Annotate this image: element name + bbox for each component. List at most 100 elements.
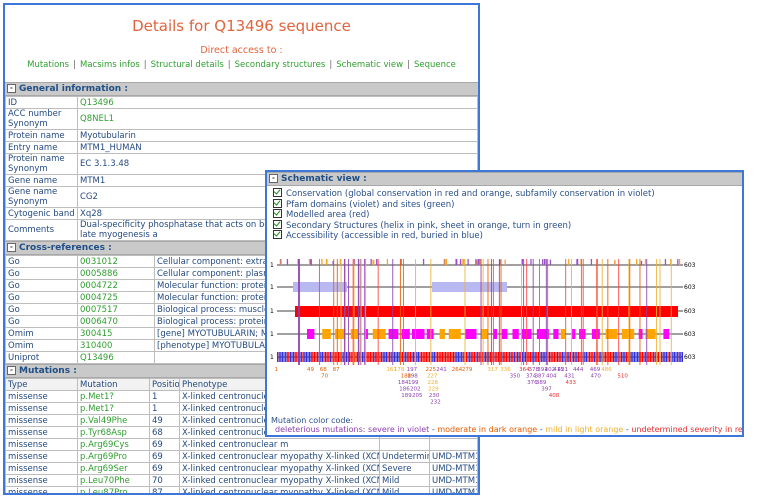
collapse-icon[interactable]: - bbox=[7, 366, 16, 375]
xref-id-link[interactable]: Q13496 bbox=[77, 351, 155, 364]
column-header[interactable]: Position bbox=[149, 378, 180, 391]
sequence-end-label: 603 bbox=[684, 354, 696, 361]
mutation-position-label: 374 bbox=[526, 374, 537, 380]
accessibility-mark bbox=[369, 352, 371, 362]
mutation-line bbox=[347, 259, 349, 365]
collapse-icon[interactable]: - bbox=[269, 174, 278, 183]
accessibility-mark bbox=[432, 352, 434, 362]
mutation-link[interactable]: p.Arg69Cys bbox=[77, 438, 150, 451]
accessibility-mark bbox=[577, 352, 579, 362]
general-info-header[interactable]: -General information : bbox=[5, 82, 478, 96]
accessibility-mark bbox=[485, 352, 487, 362]
accessibility-mark bbox=[593, 352, 595, 362]
conservation-mark bbox=[321, 259, 323, 265]
accessibility-mark bbox=[313, 352, 315, 362]
accessibility-mark bbox=[574, 352, 576, 362]
schematic-option[interactable]: Conservation (global conservation in red… bbox=[267, 188, 742, 199]
checkbox-checked-icon[interactable] bbox=[273, 209, 282, 218]
accessibility-mark bbox=[355, 352, 357, 362]
accessibility-mark bbox=[317, 352, 319, 362]
accessibility-mark bbox=[379, 352, 381, 362]
accessibility-mark bbox=[665, 352, 667, 362]
mutation-link[interactable]: p.Leu70Phe bbox=[77, 474, 150, 487]
checkbox-checked-icon[interactable] bbox=[273, 198, 282, 208]
xref-id-link[interactable]: 0006470 bbox=[77, 315, 155, 328]
accessibility-mark bbox=[425, 352, 427, 362]
conservation-mark bbox=[664, 259, 667, 265]
mutation-line bbox=[670, 259, 672, 365]
mutation-link[interactable]: p.Arg69Pro bbox=[77, 450, 150, 463]
xref-id-link[interactable]: 300415 bbox=[77, 327, 155, 340]
schematic-option[interactable]: Accessibility (accessible in red, buried… bbox=[267, 230, 742, 241]
mutation-link[interactable]: p.Arg69Ser bbox=[77, 462, 150, 475]
collapse-icon[interactable]: - bbox=[7, 243, 16, 252]
xref-id-link[interactable]: 0004722 bbox=[77, 279, 155, 292]
schematic-header[interactable]: -Schematic view : bbox=[267, 172, 742, 186]
option-label: Accessibility (accessible in red, buried… bbox=[286, 231, 483, 241]
direct-link-structural-details[interactable]: Structural details bbox=[150, 60, 224, 70]
accessibility-mark bbox=[569, 352, 571, 362]
accessibility-mark bbox=[440, 352, 442, 362]
page-title: Details for Q13496 sequence bbox=[132, 17, 351, 35]
direct-link-macsims-infos[interactable]: Macsims infos bbox=[79, 60, 140, 70]
xref-id-link[interactable]: 0004725 bbox=[77, 291, 155, 304]
info-value[interactable]: Q8NEL1 bbox=[77, 108, 478, 130]
mutation-link[interactable]: p.Leu87Pro bbox=[77, 486, 150, 493]
mutation-line bbox=[392, 259, 394, 365]
mutation-position-label: 336 bbox=[500, 367, 511, 373]
direct-link-sequence[interactable]: Sequence bbox=[413, 60, 456, 70]
xref-id-link[interactable]: 0007517 bbox=[77, 303, 155, 316]
schematic-option[interactable]: Secondary Structures (helix in pink, she… bbox=[267, 219, 742, 231]
accessibility-mark bbox=[405, 352, 407, 362]
direct-link-secondary-structures[interactable]: Secondary structures bbox=[234, 60, 326, 70]
mutation-link[interactable]: p.Met1? bbox=[77, 390, 150, 403]
direct-link-schematic-view[interactable]: Schematic view bbox=[336, 60, 404, 70]
schematic-option[interactable]: Pfam domains (violet) and sites (green) bbox=[267, 198, 742, 210]
mutation-link[interactable]: p.Tyr68Asp bbox=[77, 426, 150, 439]
mutation-line bbox=[532, 259, 534, 365]
conservation-mark bbox=[677, 259, 679, 265]
mutation-position-label: 444 bbox=[573, 367, 584, 373]
accessibility-mark bbox=[621, 352, 623, 362]
column-header[interactable]: Mutation bbox=[77, 378, 150, 391]
mutation-link[interactable]: p.Val49Phe bbox=[77, 414, 150, 427]
accessibility-mark bbox=[641, 352, 643, 362]
mutation-severity: Mild bbox=[379, 474, 430, 487]
checkbox-checked-icon[interactable] bbox=[273, 188, 282, 197]
accessibility-mark bbox=[406, 352, 408, 362]
accessibility-mark bbox=[529, 352, 531, 362]
accessibility-mark bbox=[616, 352, 618, 362]
accessibility-mark bbox=[413, 352, 415, 362]
mutation-link[interactable]: p.Met1? bbox=[77, 402, 150, 415]
accessibility-mark bbox=[390, 352, 392, 362]
accessibility-mark bbox=[465, 352, 467, 362]
xref-id-link[interactable]: 0005886 bbox=[77, 267, 155, 280]
xref-id-link[interactable]: 310400 bbox=[77, 339, 155, 352]
accessibility-mark bbox=[341, 352, 343, 362]
mutation-line bbox=[343, 259, 345, 365]
info-value[interactable]: Q13496 bbox=[77, 96, 478, 109]
mutation-position-label: 264 bbox=[452, 367, 463, 373]
checkbox-checked-icon[interactable] bbox=[273, 230, 282, 239]
conservation-mark bbox=[568, 259, 570, 265]
accessibility-mark bbox=[542, 352, 544, 362]
collapse-icon[interactable]: - bbox=[7, 84, 16, 93]
direct-link-mutations[interactable]: Mutations bbox=[27, 60, 70, 70]
schematic-option[interactable]: Modelled area (red) bbox=[267, 209, 742, 220]
accessibility-mark bbox=[598, 352, 600, 362]
conservation-mark bbox=[644, 259, 647, 265]
helix-block bbox=[512, 329, 519, 339]
accessibility-mark bbox=[649, 352, 651, 362]
pfam-domain bbox=[432, 282, 507, 292]
xref-id-link[interactable]: 0031012 bbox=[77, 255, 155, 268]
mutation-line bbox=[545, 259, 547, 365]
accessibility-mark bbox=[334, 352, 336, 362]
accessibility-mark bbox=[278, 352, 280, 362]
accessibility-mark bbox=[416, 352, 418, 362]
checkbox-checked-icon[interactable] bbox=[273, 219, 282, 229]
column-header[interactable]: Type bbox=[5, 378, 78, 391]
info-value: MTM1_HUMAN bbox=[77, 141, 478, 154]
accessibility-mark bbox=[349, 352, 351, 362]
